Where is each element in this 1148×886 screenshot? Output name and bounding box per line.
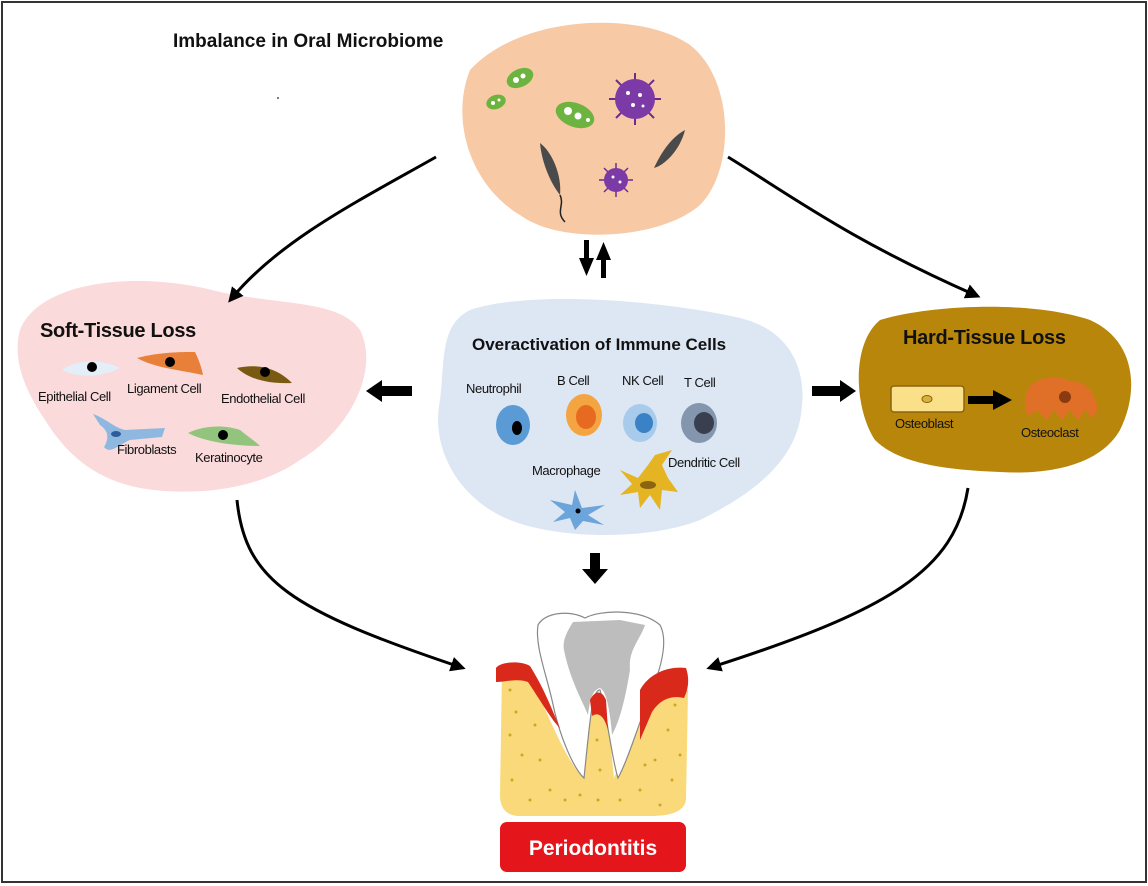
gum-left — [496, 662, 560, 728]
t-cell-icon — [681, 403, 717, 443]
soft-tissue-title: Soft-Tissue Loss — [40, 320, 196, 342]
virus-icon — [609, 73, 661, 125]
virus-icon — [599, 163, 633, 197]
t-cell-label: T Cell — [684, 375, 716, 390]
nk-cell-label: NK Cell — [622, 373, 664, 388]
osteoclast-label: Osteoclast — [1021, 425, 1079, 440]
nk-cell-icon — [623, 404, 657, 442]
protozoa-icon — [540, 130, 685, 223]
macrophage-label: Macrophage — [532, 463, 600, 478]
bone-texture — [508, 688, 682, 807]
periodontitis-badge: Periodontitis — [500, 822, 686, 872]
b-cell-icon — [566, 394, 602, 436]
gum-center — [590, 692, 608, 730]
microbiome-title: Imbalance in Oral Microbiome — [173, 31, 443, 52]
dendritic-cell-label: Dendritic Cell — [668, 455, 740, 470]
gum-right — [640, 667, 689, 740]
immune-blob — [438, 298, 803, 535]
immune-node: Overactivation of Immune Cells Neutrophi… — [438, 298, 803, 535]
arrow-microbiome-to-soft-tissue — [228, 155, 437, 303]
tooth-illustration — [496, 611, 689, 816]
soft-tissue-blob — [17, 280, 367, 492]
arrow-immune-to-periodontitis — [582, 553, 608, 584]
neutrophil-icon — [496, 405, 530, 445]
periodontitis-label: Periodontitis — [529, 837, 657, 860]
bidirectional-arrow — [579, 240, 611, 278]
osteoblast-icon — [890, 385, 965, 413]
fibroblasts-label: Fibroblasts — [117, 442, 177, 457]
flow-arrows — [228, 155, 981, 672]
epithelial-cell-label: Epithelial Cell — [38, 389, 111, 404]
stray-dot — [277, 97, 279, 99]
microbiome-node: Imbalance in Oral Microbiome — [173, 22, 726, 235]
fibroblast-icon — [93, 414, 165, 450]
arrow-immune-to-soft-tissue — [366, 380, 412, 402]
neutrophil-label: Neutrophil — [466, 381, 522, 396]
alveolar-bone — [500, 670, 688, 816]
b-cell-label: B Cell — [557, 373, 590, 388]
osteoblast-to-osteoclast-arrow — [968, 390, 1012, 410]
dendritic-cell-icon — [620, 450, 678, 510]
keratinocyte-label: Keratinocyte — [195, 450, 263, 465]
hard-tissue-blob — [858, 306, 1132, 473]
microbiome-blob — [462, 22, 726, 235]
immune-title: Overactivation of Immune Cells — [472, 335, 726, 354]
arrow-immune-to-hard-tissue — [812, 380, 856, 402]
arrow-soft-tissue-to-periodontitis — [235, 499, 466, 672]
soft-tissue-node: Soft-Tissue Loss Epithelial Cell Ligamen… — [17, 280, 367, 492]
bacteria-icon — [486, 67, 595, 129]
arrow-hard-tissue-to-periodontitis — [706, 487, 970, 672]
tooth-pulp — [563, 620, 645, 735]
endothelial-cell-label: Endothelial Cell — [221, 391, 305, 406]
arrow-microbiome-to-hard-tissue — [727, 155, 981, 299]
ligament-cell-label: Ligament Cell — [127, 381, 202, 396]
osteoblast-label: Osteoblast — [895, 416, 954, 431]
hard-tissue-title: Hard-Tissue Loss — [903, 327, 1066, 349]
hard-tissue-node: Hard-Tissue Loss Osteoblast Osteoclast — [858, 306, 1132, 473]
